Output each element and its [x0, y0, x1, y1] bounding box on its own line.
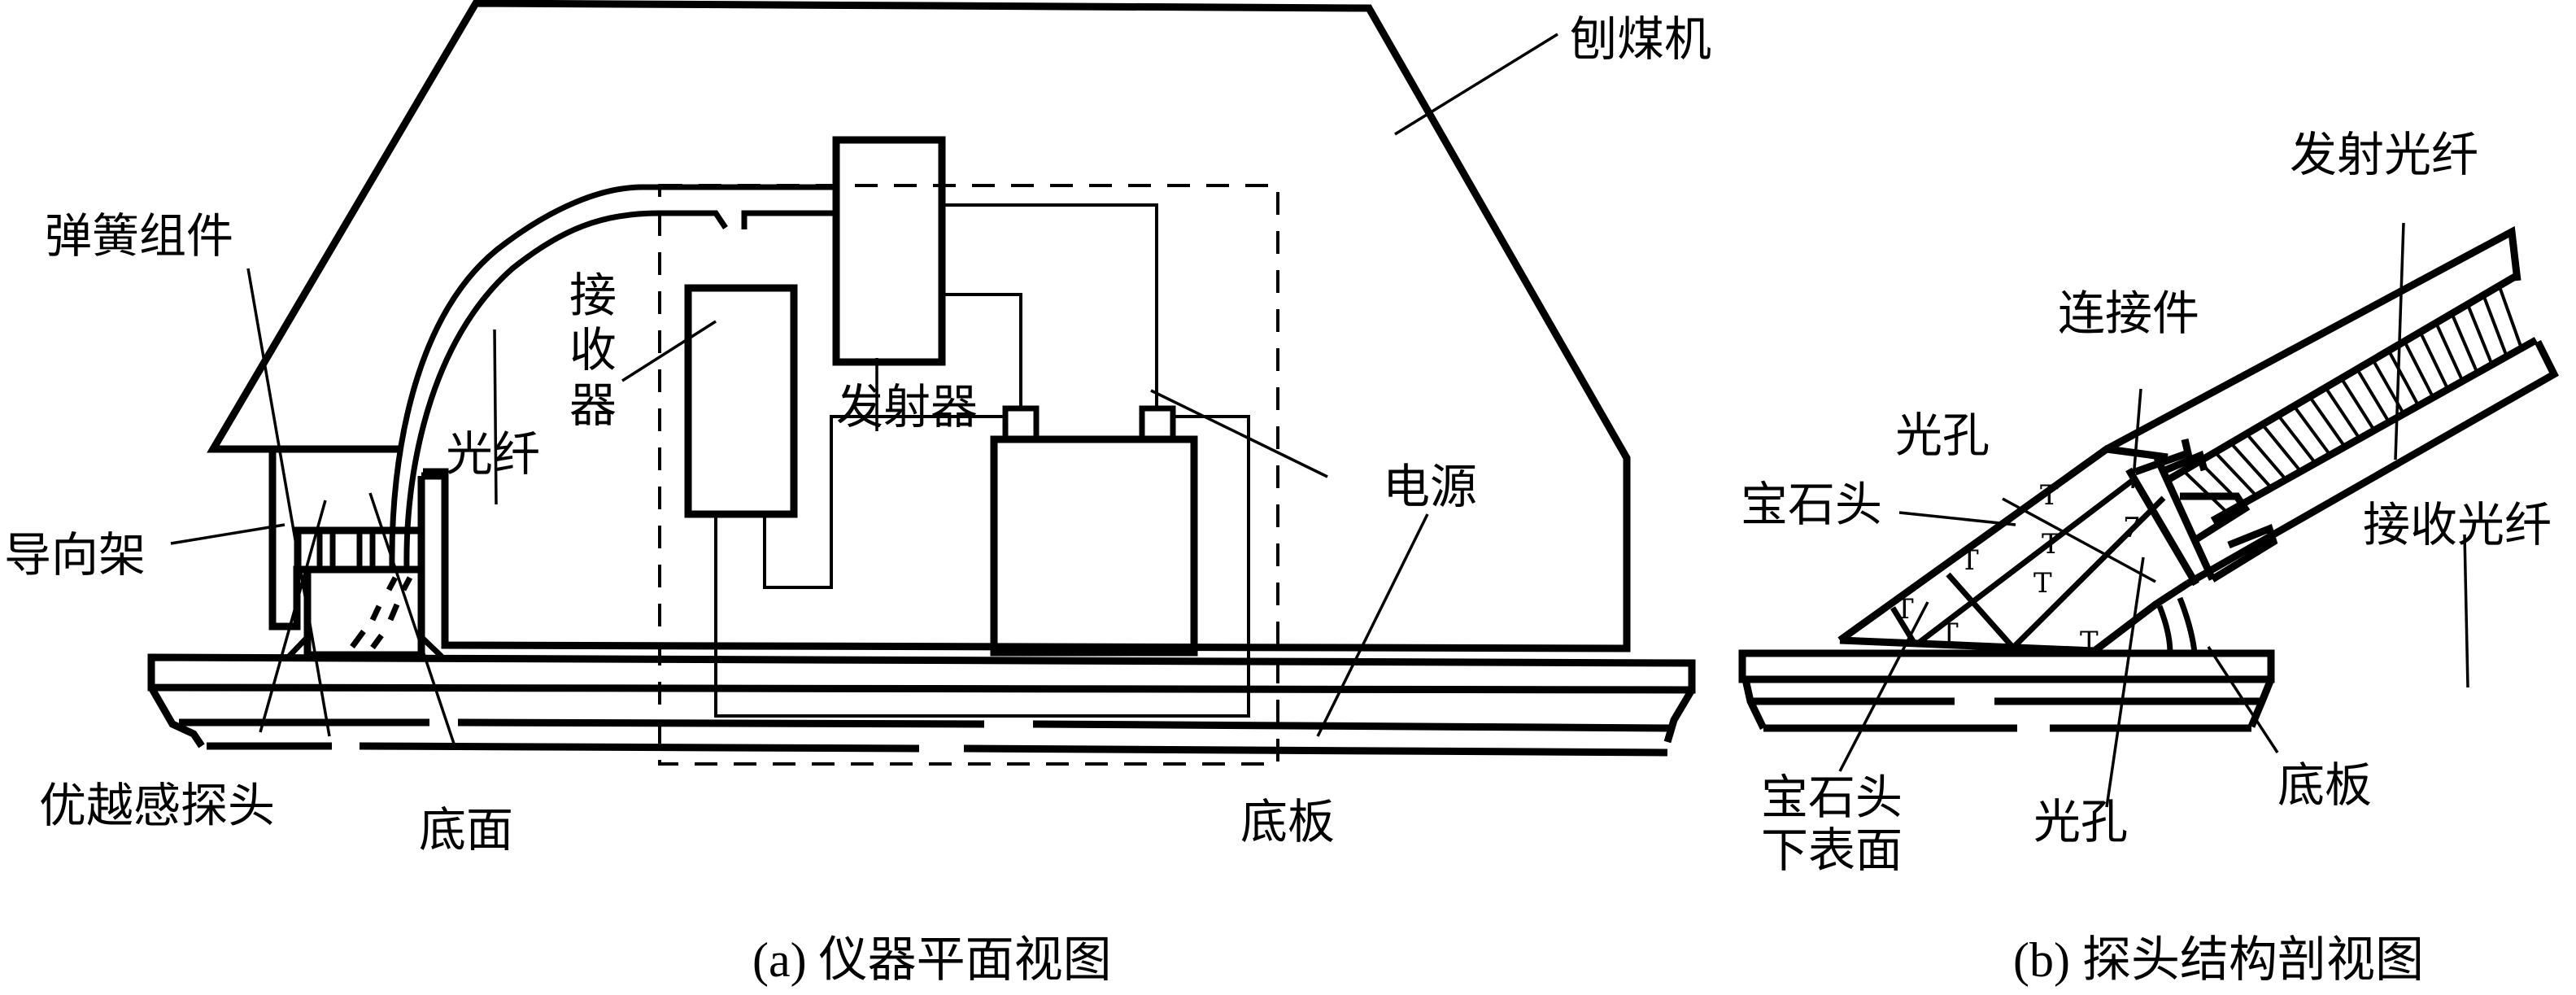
leaders-b [1838, 222, 2469, 808]
hatch-line [2324, 386, 2361, 440]
svg-text:T: T [2080, 626, 2099, 658]
label-base-plate-a: 底板 [1240, 794, 1335, 849]
receiver-box [684, 284, 798, 518]
guide-frame [268, 449, 309, 631]
probe-lower-tube [2186, 339, 2559, 587]
label-gem-head: 宝石头 [1741, 477, 1882, 532]
panel-a-plan-view: 刨煤机 弹簧组件 光纤 接 收 器 发射器 电源 导向架 优越感探头 底面 底板… [4, 0, 1711, 987]
svg-text:T: T [1940, 618, 1959, 650]
svg-text:T: T [2033, 567, 2052, 600]
hatch-line [2308, 395, 2347, 448]
hatch-line [2403, 340, 2435, 399]
label-gem-lower-1: 宝石头 [1761, 770, 1903, 825]
label-emit-fiber: 发射光纤 [2290, 127, 2478, 182]
emitter-box [832, 136, 946, 366]
hatch-line [2198, 460, 2243, 506]
label-spring-assembly: 弹簧组件 [45, 208, 233, 264]
label-receiver-2: 收 [569, 322, 617, 377]
probe-fillets [286, 635, 444, 659]
instrument-enclosure [658, 184, 1279, 766]
gem-texture: T T T T T T T 7 [1895, 479, 2141, 658]
svg-text:T: T [2042, 528, 2060, 561]
hatch-line [2482, 295, 2508, 357]
label-light-hole-bottom: 光孔 [2033, 794, 2128, 849]
hatch-line [2386, 349, 2421, 407]
hatch-line [2465, 303, 2494, 366]
label-bottom-surface: 底面 [419, 802, 513, 858]
label-gem-lower-2: 下表面 [1761, 823, 1903, 878]
optical-fiber-outer [389, 184, 835, 570]
svg-text:T: T [1960, 544, 1979, 577]
svg-text:7: 7 [2123, 512, 2141, 544]
panel-b-probe-section: T T T T T T T 7 [1738, 127, 2559, 987]
emit-fiber-hatch [2182, 285, 2523, 514]
spring-coils [316, 530, 376, 570]
hatch-line [2450, 312, 2479, 374]
leaders-a [170, 33, 1558, 749]
wiring [714, 203, 1250, 718]
label-guide-frame: 导向架 [4, 527, 146, 583]
hatch-line [2229, 442, 2273, 489]
probe-outer-tube [2104, 225, 2522, 452]
hatch-line [2213, 451, 2258, 498]
label-plow: 刨煤机 [1570, 11, 1711, 67]
receive-fiber-curve [2156, 596, 2198, 654]
svg-text:T: T [2040, 479, 2059, 512]
emitter-fiber-link [741, 210, 835, 229]
label-power: 电源 [1383, 459, 1477, 514]
label-receive-fiber: 接收光纤 [2363, 497, 2552, 552]
label-fiber: 光纤 [446, 426, 540, 482]
hatch-line [2497, 285, 2523, 349]
plow-body [207, 0, 1631, 652]
label-connector: 连接件 [2058, 286, 2199, 341]
power-supply-box [990, 435, 1198, 657]
probe-internal-fiber [350, 576, 413, 650]
hatch-line [2292, 404, 2332, 456]
hatch-line [2356, 368, 2391, 423]
hatch-line [2260, 423, 2303, 473]
svg-text:T: T [1895, 593, 1914, 626]
caption-a: (a) 仪器平面视图 [752, 933, 1112, 987]
label-probe: 优越感探头 [39, 778, 275, 833]
hatch-line [2277, 414, 2317, 465]
base-plate-a [147, 653, 1696, 757]
label-receiver-1: 接 [569, 268, 617, 323]
battery-terminal-neg [1002, 405, 1040, 443]
hatch-line [2182, 469, 2229, 514]
hatch-line [2245, 432, 2287, 481]
label-emitter: 发射器 [836, 379, 978, 434]
hatch-line [2339, 377, 2376, 432]
label-receiver-3: 器 [569, 377, 617, 433]
base-plate-b [1738, 649, 2275, 732]
optical-fiber-inner [403, 210, 728, 570]
hatch-line [2418, 331, 2450, 391]
label-base-plate-b: 底板 [2277, 757, 2372, 813]
hatch-line [2434, 321, 2465, 382]
caption-b: (b) 探头结构剖视图 [2013, 933, 2424, 987]
battery-terminal-pos [1139, 405, 1176, 443]
label-light-hole-top: 光孔 [1895, 408, 1990, 463]
